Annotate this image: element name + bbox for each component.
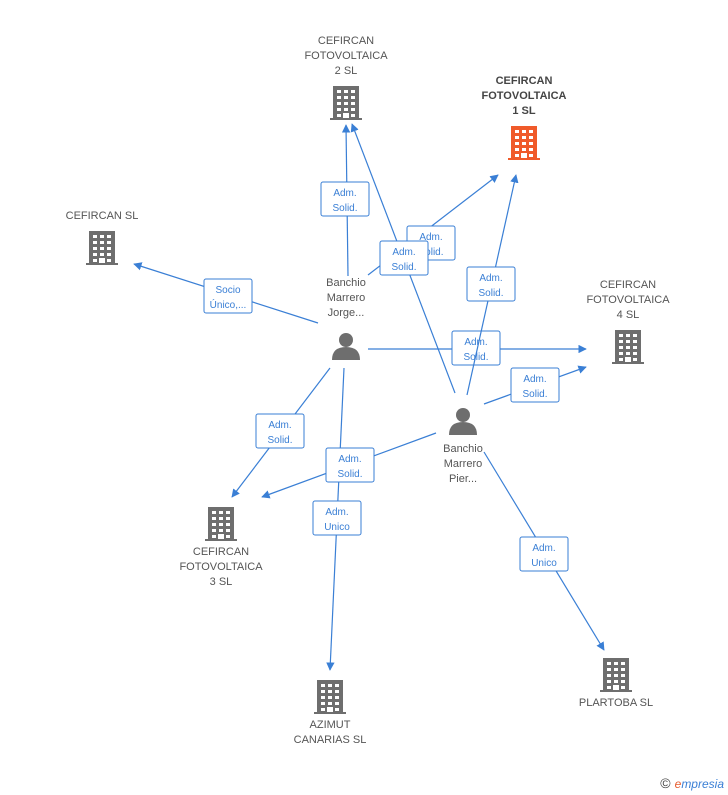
node-label-line: Marrero <box>327 292 366 304</box>
node-label-line: Jorge... <box>328 307 365 319</box>
edge-label-text: Unico <box>324 522 350 533</box>
edge-pj-to-csl: SocioÚnico,... <box>133 262 319 324</box>
edge-label-box[interactable] <box>312 500 362 536</box>
edge-label-text: Solid. <box>463 352 488 363</box>
edge-label-box[interactable] <box>466 266 516 302</box>
node-label-line: FOTOVOLTAICA <box>304 50 388 62</box>
edge-label-text: Adm. <box>464 337 487 348</box>
node-c1[interactable]: CEFIRCAN FOTOVOLTAICA 1 SL <box>482 75 567 160</box>
node-label-line: 2 SL <box>335 65 358 77</box>
edge-label-text: Adm. <box>532 543 555 554</box>
node-az[interactable]: AZIMUT CANARIAS SL <box>294 680 367 746</box>
node-pj[interactable]: BanchioMarreroJorge... <box>326 277 366 360</box>
node-label-line: AZIMUT <box>310 719 351 731</box>
edge-label-text: Solid. <box>391 262 416 273</box>
node-label-line: Pier... <box>449 473 477 485</box>
node-c3[interactable]: CEFIRCAN FOTOVOLTAICA 3 SL <box>179 507 263 588</box>
node-label-line: Marrero <box>444 458 483 470</box>
edge-label-box[interactable] <box>320 181 370 217</box>
node-label-line: CEFIRCAN <box>496 75 553 87</box>
edge-label-text: Adm. <box>479 273 502 284</box>
node-label-line: CEFIRCAN <box>600 279 656 291</box>
edge-label-text: Adm. <box>333 188 356 199</box>
node-label-line: CEFIRCAN <box>318 35 374 47</box>
node-pl[interactable]: PLARTOBA SL <box>579 658 653 709</box>
node-label-line: Banchio <box>326 277 366 289</box>
edge-pp-to-c1: Adm. Solid. <box>466 174 519 396</box>
edge-label-text: Adm. <box>392 247 415 258</box>
edge-label-box[interactable] <box>379 240 429 276</box>
building-icon <box>508 126 540 160</box>
edge-label-box[interactable] <box>255 413 305 449</box>
building-icon <box>600 658 632 692</box>
edge-label-text: Solid. <box>337 469 362 480</box>
edge-label-text: Adm. <box>419 232 442 243</box>
brand-name: mpresia <box>681 777 724 791</box>
edge-label-box[interactable] <box>451 330 501 366</box>
edge-pp-to-c2: Adm.Solid. <box>350 123 456 394</box>
edge-pj-to-az: Adm. Unico <box>312 367 362 671</box>
edge-label-text: Único,... <box>210 298 247 311</box>
node-label-line: CANARIAS SL <box>294 734 367 746</box>
node-c2[interactable]: CEFIRCAN FOTOVOLTAICA 2 SL <box>304 35 388 120</box>
edge-label-text: Solid. <box>478 288 503 299</box>
node-label-line: Banchio <box>443 443 483 455</box>
edge-pp-to-pl: Adm. Unico <box>483 451 605 651</box>
brand-footer: ©empresia <box>660 775 724 791</box>
node-pp[interactable]: BanchioMarreroPier... <box>443 408 483 485</box>
node-label-line: FOTOVOLTAICA <box>179 561 263 573</box>
edge-pj-to-c3: Adm. Solid. <box>231 367 331 498</box>
node-label-line: 4 SL <box>617 309 640 321</box>
building-icon <box>314 680 346 714</box>
edges-layer: Adm.Solid.Adm.Solid.SocioÚnico,...Adm.So… <box>133 123 605 671</box>
node-csl[interactable]: CEFIRCAN SL <box>66 210 139 265</box>
node-label-line: CEFIRCAN <box>193 546 249 558</box>
edge-label-text: Socio <box>215 285 240 296</box>
edge-label-text: Adm. <box>268 420 291 431</box>
edge-label-box[interactable] <box>203 278 253 314</box>
building-icon <box>612 330 644 364</box>
node-label-line: CEFIRCAN SL <box>66 210 139 222</box>
node-label-line: FOTOVOLTAICA <box>482 90 567 102</box>
edge-label-text: Solid. <box>267 435 292 446</box>
edge-label-box[interactable] <box>519 536 569 572</box>
person-icon <box>332 333 360 360</box>
edge-label-box[interactable] <box>325 447 375 483</box>
person-icon <box>449 408 477 435</box>
edge-label-text: Adm. <box>338 454 361 465</box>
edge-pj-to-c2: Adm. Solid. <box>320 124 370 277</box>
brand-first-letter: e <box>674 777 682 791</box>
edge-pp-to-c4: Adm. Solid. <box>483 365 587 405</box>
node-label-line: PLARTOBA SL <box>579 697 653 709</box>
nodes-layer: CEFIRCAN FOTOVOLTAICA 2 SL CEFIRCAN FOTOVOLT… <box>66 35 671 746</box>
edge-label-text: Solid. <box>522 389 547 400</box>
building-icon <box>86 231 118 265</box>
building-icon <box>205 507 237 541</box>
building-icon <box>330 86 362 120</box>
edge-label-text: Solid. <box>332 203 357 214</box>
edge-label-text: Adm. <box>523 374 546 385</box>
edge-pp-to-c3: Adm. Solid. <box>261 432 437 499</box>
copyright-symbol: © <box>660 775 671 791</box>
node-label-line: 1 SL <box>512 105 536 117</box>
edge-label-box[interactable] <box>510 367 560 403</box>
node-c4[interactable]: CEFIRCAN FOTOVOLTAICA 4 SL <box>586 279 670 364</box>
node-label-line: FOTOVOLTAICA <box>586 294 670 306</box>
edge-label-text: Adm. <box>325 507 348 518</box>
node-label-line: 3 SL <box>210 576 233 588</box>
edge-label-text: Unico <box>531 558 557 569</box>
edge-label-text: Solid. <box>418 247 443 258</box>
